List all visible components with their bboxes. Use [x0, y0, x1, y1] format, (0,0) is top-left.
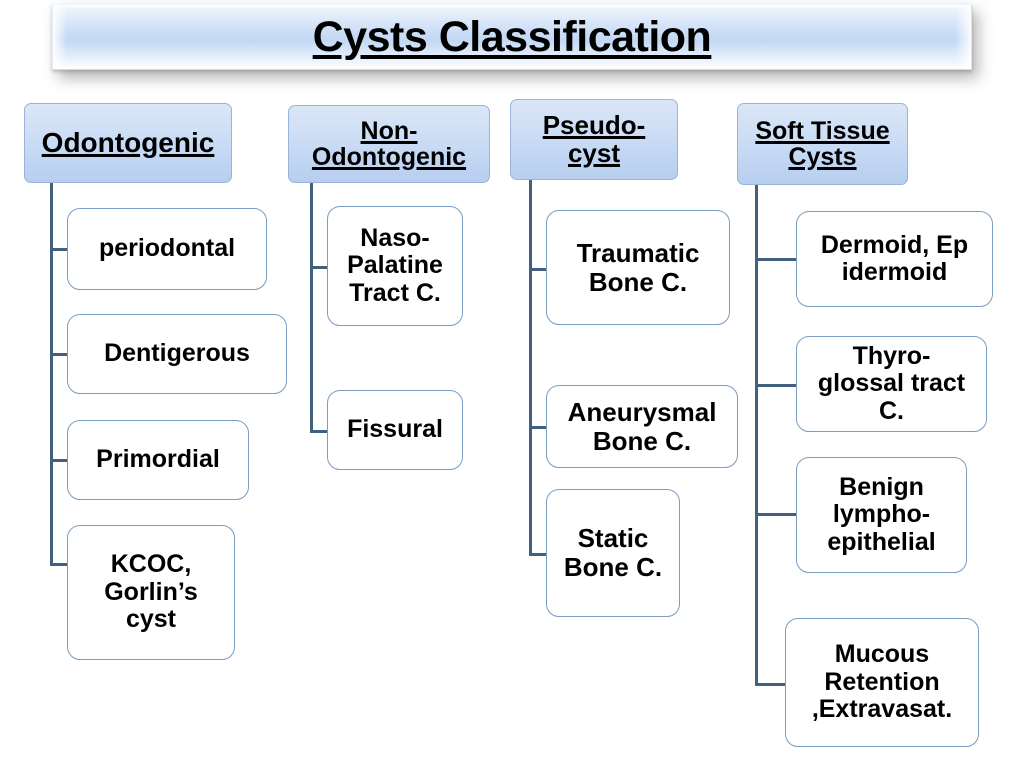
node-traumatic-bone-c-label: Traumatic Bone C. — [576, 237, 700, 297]
node-naso-palatine-tract-c[interactable]: Naso- Palatine Tract C. — [327, 206, 463, 326]
connector-stub-odontogenic-1 — [50, 353, 68, 356]
node-benign-lympho-epithelial-label: Benign lympho- epithelial — [827, 472, 936, 556]
node-dermoid-epidermoid-label: Dermoid, Ep idermoid — [820, 230, 969, 286]
header-pseudo-cyst-label: Pseudo- cyst — [542, 109, 646, 168]
node-thyroglossal-tract-c[interactable]: Thyro- glossal tract C. — [796, 336, 987, 432]
node-mucous-retention-extravasat-label: Mucous Retention ,Extravasat. — [811, 640, 953, 724]
header-pseudo-cyst[interactable]: Pseudo- cyst — [510, 99, 678, 180]
connector-stub-non-odontogenic-1 — [310, 430, 328, 433]
connector-trunk-odontogenic — [50, 183, 53, 566]
node-dentigerous-label: Dentigerous — [104, 339, 250, 368]
connector-stub-pseudo-cyst-2 — [529, 553, 547, 556]
node-static-bone-c-label: Static Bone C. — [563, 523, 663, 582]
connector-stub-odontogenic-3 — [50, 563, 68, 566]
node-kcoc-gorlins-cyst[interactable]: KCOC, Gorlin’s cyst — [67, 525, 235, 660]
node-thyroglossal-tract-c-label: Thyro- glossal tract C. — [817, 341, 966, 425]
node-periodontal-label: periodontal — [98, 234, 236, 263]
connector-stub-odontogenic-0 — [50, 248, 68, 251]
header-odontogenic[interactable]: Odontogenic — [24, 103, 232, 183]
node-naso-palatine-tract-c-label: Naso- Palatine Tract C. — [347, 223, 443, 307]
node-traumatic-bone-c[interactable]: Traumatic Bone C. — [546, 210, 730, 325]
connector-stub-soft-tissue-cysts-3 — [755, 683, 797, 686]
node-kcoc-gorlins-cyst-label: KCOC, Gorlin’s cyst — [104, 550, 198, 634]
connector-stub-soft-tissue-cysts-2 — [755, 513, 797, 516]
node-static-bone-c[interactable]: Static Bone C. — [546, 489, 680, 617]
node-mucous-retention-extravasat[interactable]: Mucous Retention ,Extravasat. — [785, 618, 979, 747]
node-dentigerous[interactable]: Dentigerous — [67, 314, 287, 394]
header-non-odontogenic-label: Non- Odontogenic — [311, 116, 467, 171]
connector-stub-pseudo-cyst-0 — [529, 268, 547, 271]
header-odontogenic-label: Odontogenic — [41, 127, 215, 159]
node-fissural-label: Fissural — [347, 415, 443, 444]
node-primordial-label: Primordial — [96, 445, 220, 474]
header-soft-tissue-cysts-label: Soft Tissue Cysts — [755, 116, 890, 171]
title-banner: Cysts Classification — [52, 4, 972, 70]
node-primordial[interactable]: Primordial — [67, 420, 249, 500]
connector-trunk-soft-tissue-cysts — [755, 185, 758, 686]
header-non-odontogenic[interactable]: Non- Odontogenic — [288, 105, 490, 183]
connector-stub-soft-tissue-cysts-1 — [755, 384, 797, 387]
node-aneurysmal-bone-c-label: Aneurysmal Bone C. — [567, 396, 717, 456]
connector-stub-soft-tissue-cysts-0 — [755, 258, 797, 261]
node-benign-lympho-epithelial[interactable]: Benign lympho- epithelial — [796, 457, 967, 573]
header-soft-tissue-cysts[interactable]: Soft Tissue Cysts — [737, 103, 908, 185]
node-fissural[interactable]: Fissural — [327, 390, 463, 470]
connector-stub-odontogenic-2 — [50, 459, 68, 462]
page-title: Cysts Classification — [312, 12, 712, 61]
connector-trunk-non-odontogenic — [310, 183, 313, 433]
node-dermoid-epidermoid[interactable]: Dermoid, Ep idermoid — [796, 211, 993, 307]
connector-stub-non-odontogenic-0 — [310, 266, 328, 269]
node-aneurysmal-bone-c[interactable]: Aneurysmal Bone C. — [546, 385, 738, 468]
connector-stub-pseudo-cyst-1 — [529, 426, 547, 429]
node-periodontal[interactable]: periodontal — [67, 208, 267, 290]
connector-trunk-pseudo-cyst — [529, 180, 532, 556]
